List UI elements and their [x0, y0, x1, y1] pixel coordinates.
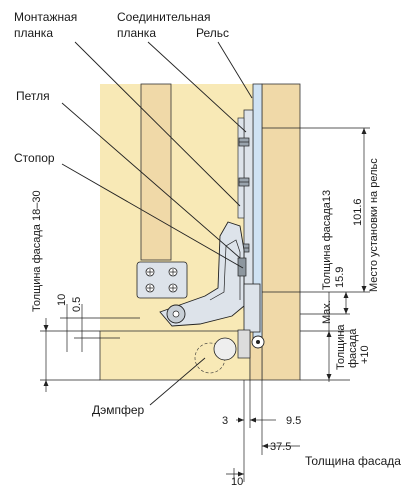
dim-37-5: 37.5 [270, 441, 291, 453]
damper-body [213, 337, 237, 361]
dim-9-5: 9.5 [286, 415, 301, 427]
facade-thickness-13-label: Толщина фасада13 [321, 190, 333, 290]
stopper-label: Стопор [14, 151, 55, 165]
damper-housing [237, 329, 251, 359]
dim-3: 3 [222, 415, 228, 427]
dim-15-9: 15.9 [334, 267, 346, 288]
cabinet-side-wall [261, 83, 301, 381]
dimension-arrows [43, 128, 367, 477]
dim-10-bottom: 10 [231, 476, 243, 486]
leader-lines [61, 41, 253, 406]
hinge-arm [159, 221, 245, 327]
dim-10-left: 10 [56, 294, 68, 306]
facade-thickness-plus10-3: +10 [359, 345, 371, 364]
mounting-plate [237, 117, 245, 219]
damper-label: Дэмпфер [92, 403, 145, 417]
rail-label: Рельс [196, 26, 229, 40]
facade-thickness-range-label: Толщина фасада 18–30 [31, 190, 43, 312]
rail-install-place-label: Место установки на рельс [368, 158, 380, 292]
mounting-plate-label-1: Монтажная [14, 10, 77, 24]
connecting-plate-label-1: Соединительная [117, 10, 210, 24]
hinge-plate-block [136, 261, 188, 299]
wooden-block [140, 83, 172, 261]
facade-thickness-right-label: Толщина фасада [305, 454, 401, 468]
connecting-plate-label-2: планка [117, 26, 156, 40]
hinge-cup [243, 283, 261, 333]
mounting-plate-label-2: планка [14, 26, 53, 40]
hinge-label: Петля [16, 89, 50, 103]
facade-thickness-plus10-1: Толщина [335, 324, 347, 370]
max-label: Max. [321, 300, 333, 324]
dim-0-5: 0.5 [71, 297, 83, 312]
dim-101-6: 101.6 [352, 198, 364, 226]
facade-thickness-plus10-2: фасада [347, 328, 359, 368]
